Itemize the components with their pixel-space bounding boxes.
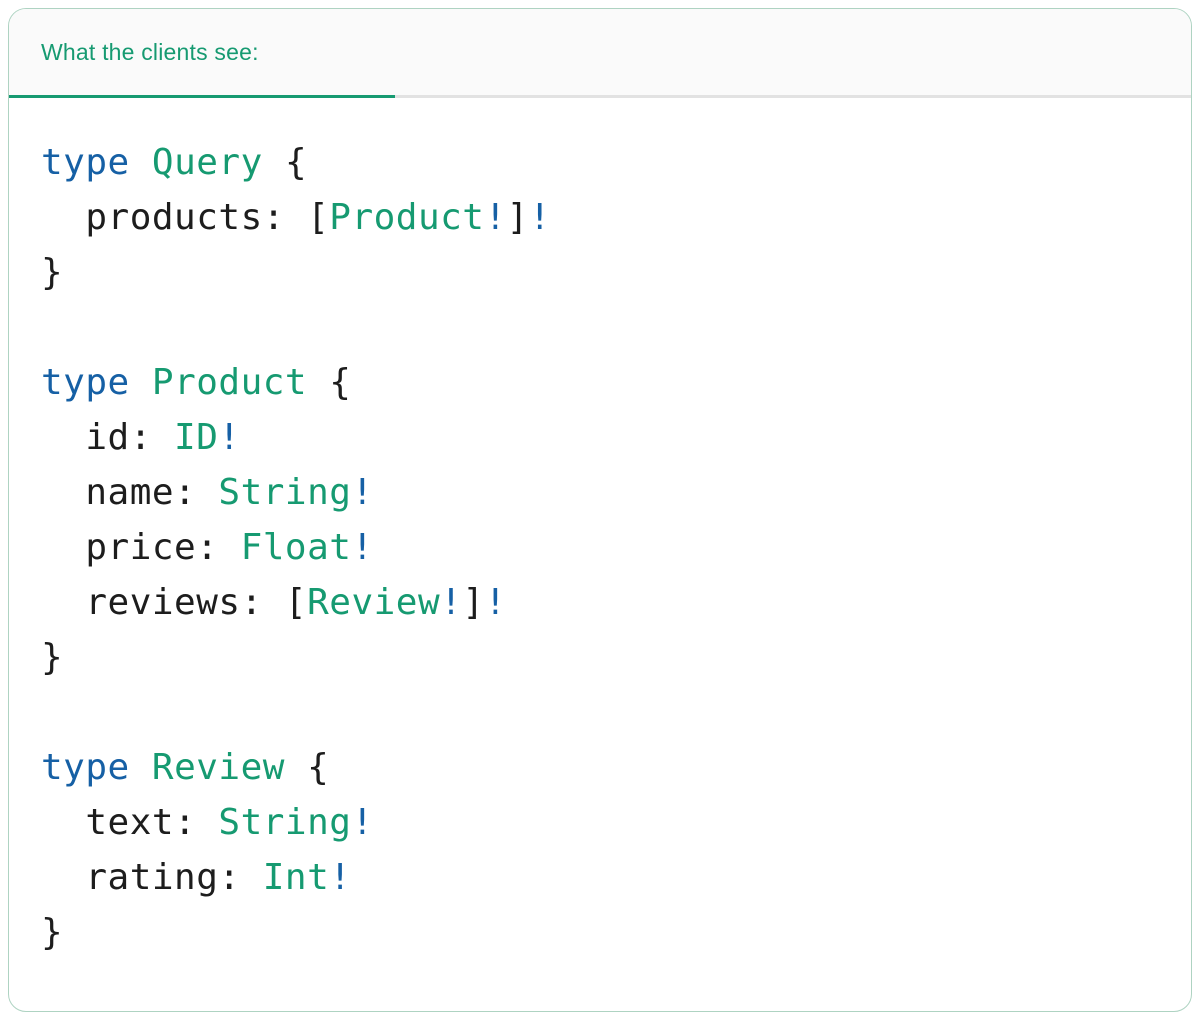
code-line <box>41 685 1159 740</box>
plain-token <box>130 747 152 788</box>
type-name-token: ID <box>174 417 219 458</box>
code-line: id: ID! <box>41 410 1159 465</box>
plain-token <box>130 142 152 183</box>
code-line: text: String! <box>41 795 1159 850</box>
plain-token: } <box>41 912 64 953</box>
type-name-token: String <box>218 472 352 513</box>
plain-token: products: [ <box>41 197 330 238</box>
non-null-token: ! <box>440 582 463 623</box>
plain-token <box>130 362 152 403</box>
plain-token: text: <box>41 802 219 843</box>
plain-token: { <box>262 142 308 183</box>
type-name-token: Int <box>262 857 330 898</box>
plain-token: } <box>41 252 64 293</box>
code-line: } <box>41 905 1159 960</box>
plain-token: id: <box>41 417 175 458</box>
plain-token: } <box>41 637 64 678</box>
non-null-token: ! <box>351 472 374 513</box>
type-name-token: Product <box>329 197 485 238</box>
plain-token: ] <box>462 582 485 623</box>
code-line: products: [Product!]! <box>41 190 1159 245</box>
code-line: type Review { <box>41 740 1159 795</box>
type-name-token: Query <box>151 142 263 183</box>
non-null-token: ! <box>351 802 374 843</box>
tab-what-clients-see[interactable]: What the clients see: <box>41 38 259 65</box>
code-line: } <box>41 630 1159 685</box>
non-null-token: ! <box>484 197 507 238</box>
type-name-token: String <box>218 802 352 843</box>
code-line: price: Float! <box>41 520 1159 575</box>
active-tab-indicator <box>9 95 395 98</box>
code-line <box>41 300 1159 355</box>
code-line: reviews: [Review!]! <box>41 575 1159 630</box>
code-panel: What the clients see: type Query { produ… <box>8 8 1192 1012</box>
keyword-token: type <box>41 362 130 403</box>
code-line: type Query { <box>41 135 1159 190</box>
code-line: type Product { <box>41 355 1159 410</box>
non-null-token: ! <box>218 417 241 458</box>
code-line: rating: Int! <box>41 850 1159 905</box>
plain-token: ] <box>506 197 529 238</box>
plain-token: reviews: [ <box>41 582 308 623</box>
plain-token: price: <box>41 527 241 568</box>
type-name-token: Review <box>151 747 285 788</box>
plain-token: name: <box>41 472 219 513</box>
type-name-token: Review <box>307 582 441 623</box>
non-null-token: ! <box>484 582 507 623</box>
tab-bar: What the clients see: <box>9 9 1191 98</box>
code-block: type Query { products: [Product!]!} type… <box>9 98 1191 1000</box>
plain-token: { <box>307 362 352 403</box>
code-line: } <box>41 245 1159 300</box>
type-name-token: Product <box>151 362 308 403</box>
keyword-token: type <box>41 142 130 183</box>
keyword-token: type <box>41 747 130 788</box>
code-line: name: String! <box>41 465 1159 520</box>
type-name-token: Float <box>240 527 352 568</box>
plain-token: rating: <box>41 857 263 898</box>
non-null-token: ! <box>329 857 352 898</box>
non-null-token: ! <box>351 527 374 568</box>
non-null-token: ! <box>528 197 552 238</box>
plain-token: { <box>284 747 330 788</box>
